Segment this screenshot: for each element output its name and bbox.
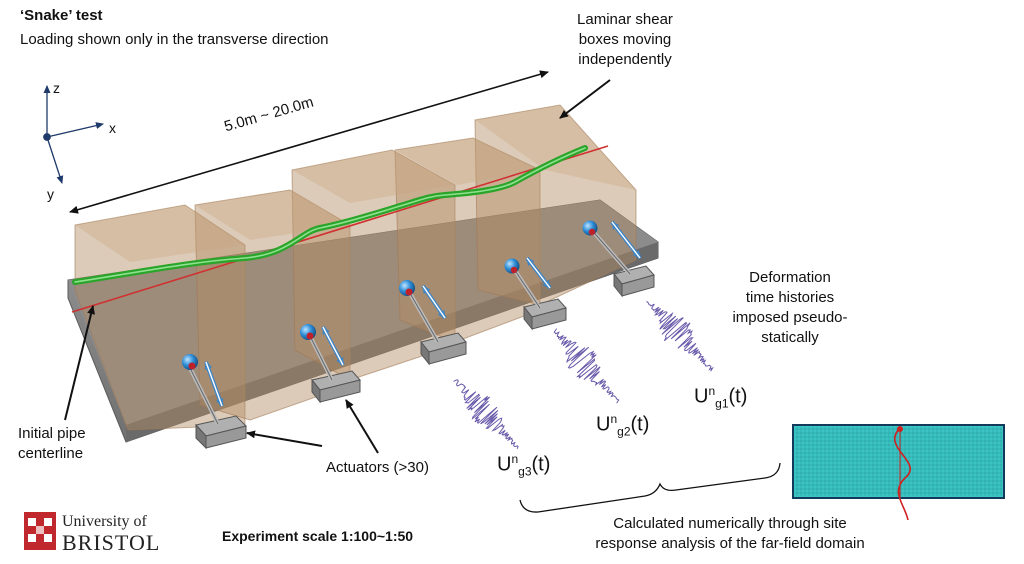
site-response-mesh [792, 424, 1005, 521]
diagram-subtitle: Loading shown only in the transverse dir… [20, 31, 329, 48]
logo-line-2: BRISTOL [62, 530, 161, 555]
diagram-title: ‘Snake’ test [20, 7, 103, 24]
signal-trace-g1 [646, 300, 714, 372]
actuators-label: Actuators (>30) [326, 459, 429, 476]
coordinate-axes [43, 85, 104, 184]
length-arrow [69, 70, 549, 214]
actuator-2 [300, 324, 361, 404]
signal-label-g2: Ung2(t) [596, 412, 650, 439]
signal-label-g1: Ung1(t) [694, 384, 748, 411]
actuator-1 [182, 354, 247, 450]
signal-trace-g2 [553, 328, 620, 404]
bristol-crest-icon [24, 512, 56, 550]
actuators [182, 220, 655, 450]
actuator-pointer-1 [246, 430, 323, 447]
actuator-pointer-2 [345, 399, 379, 454]
actuator-3 [399, 280, 467, 366]
x-axis [46, 122, 104, 138]
pipe-label: Initial pipe centerline [18, 425, 86, 462]
logo-line-1: University of [62, 513, 147, 530]
signal-label-g3: Ung3(t) [497, 452, 551, 479]
pipe-pointer [64, 305, 95, 421]
axis-label-z: z [53, 80, 60, 96]
laminar-label: Laminar shear boxes moving independently [577, 11, 673, 68]
laminar-pointer [559, 79, 611, 119]
deformation-label: Deformation time histories imposed pseud… [732, 269, 848, 346]
brace [519, 462, 781, 513]
scale-label: Experiment scale 1:100~1:50 [222, 528, 414, 544]
signal-traces [453, 300, 714, 449]
actuator-5 [582, 220, 655, 298]
actuator-4 [504, 256, 567, 331]
y-axis [46, 136, 64, 184]
calculated-label: Calculated numerically through site resp… [595, 515, 865, 552]
axis-label-x: x [109, 120, 116, 136]
callout-arrows [64, 79, 611, 454]
signal-trace-g3 [453, 379, 519, 449]
axis-label-y: y [47, 186, 54, 202]
